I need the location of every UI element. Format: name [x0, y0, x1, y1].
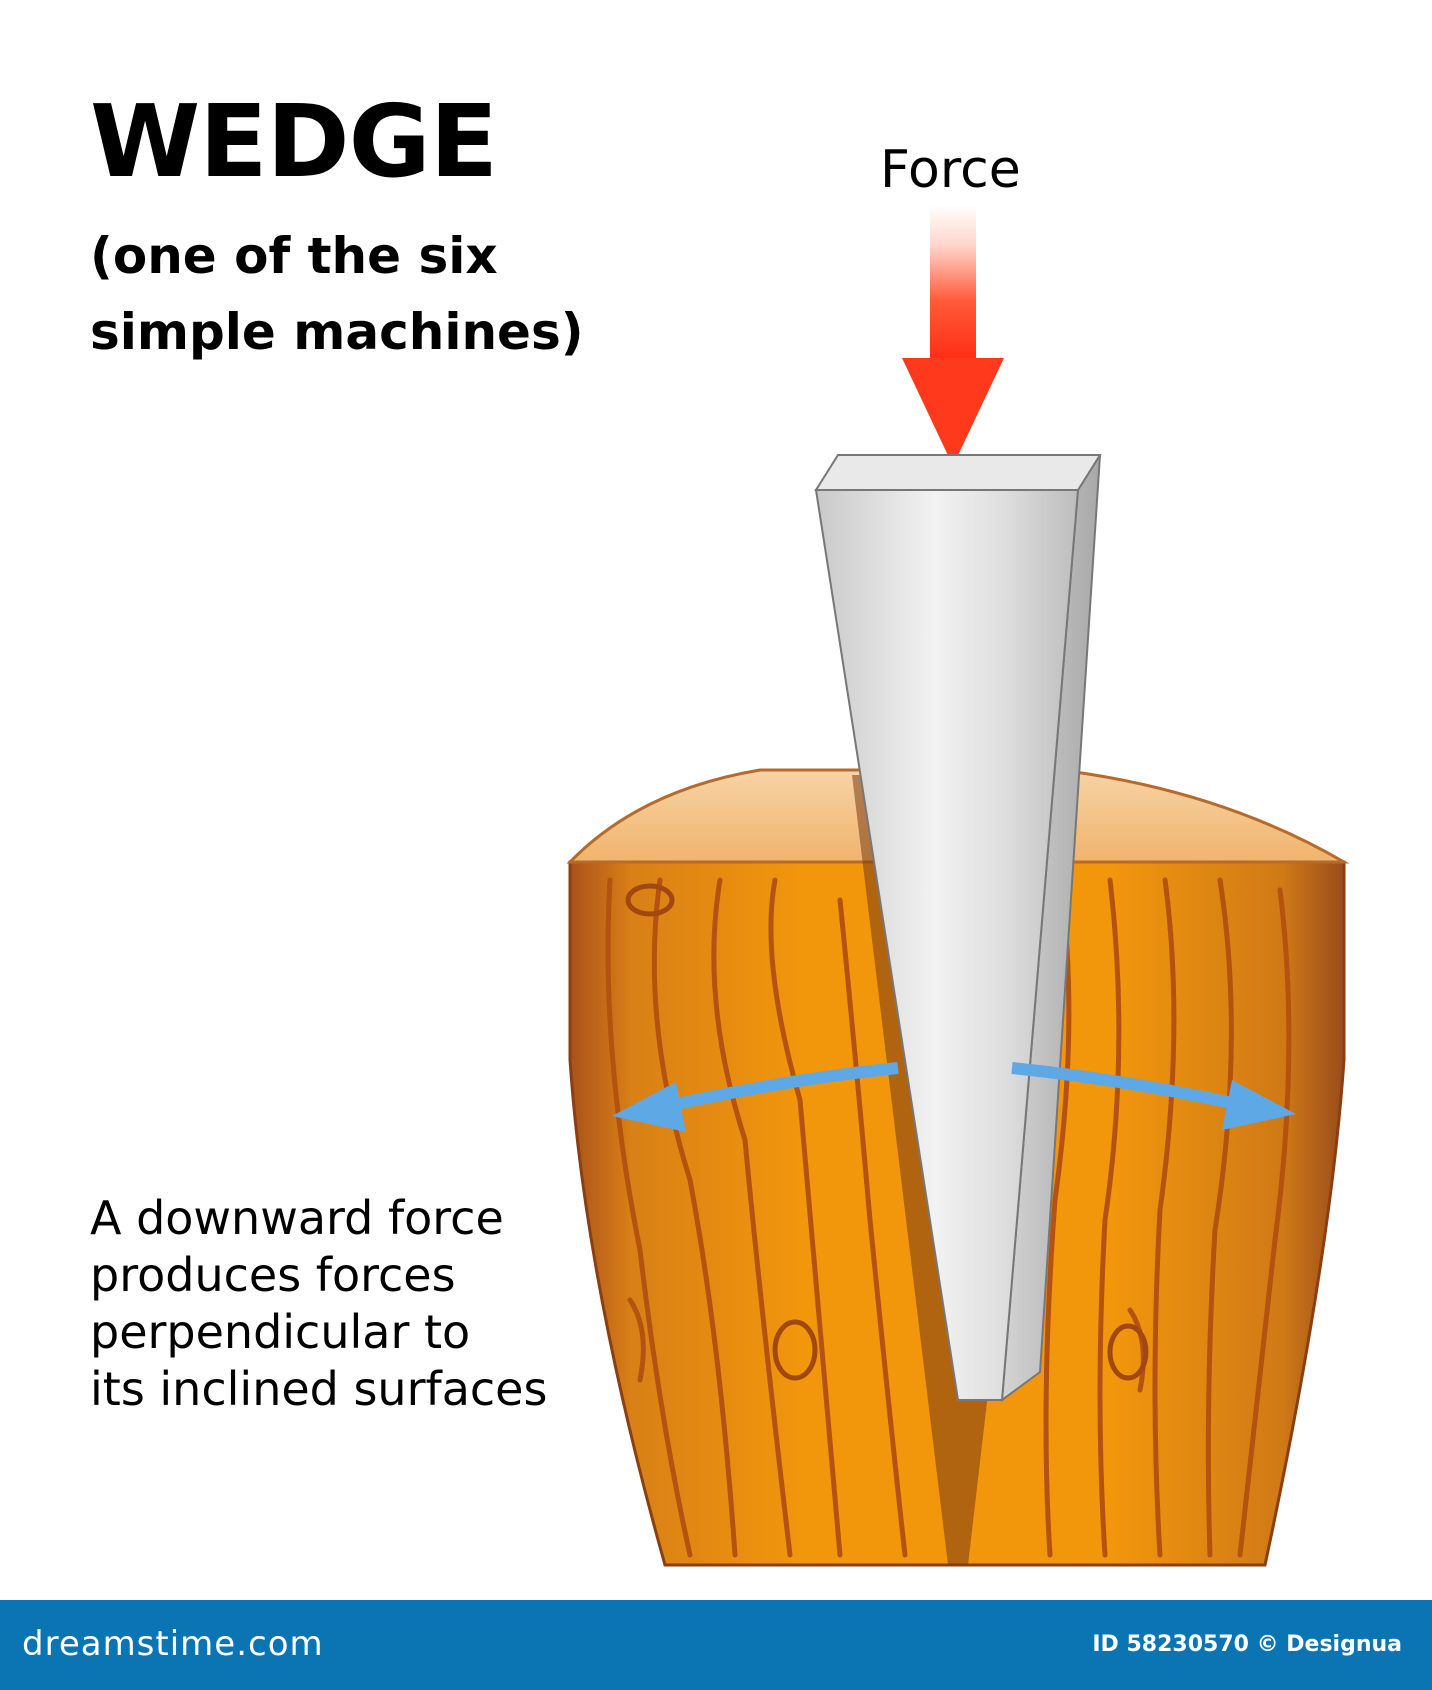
description-line: perpendicular to [90, 1305, 471, 1359]
subtitle-line: (one of the six [90, 227, 498, 285]
wood-knots [625, 883, 1149, 1381]
split-force-arrows [612, 1062, 1296, 1132]
wedge-illustration [566, 205, 1350, 1567]
split-arrow-left [648, 1062, 899, 1116]
diagram-description: A downward force produces forces perpend… [90, 1190, 547, 1418]
description-line: its inclined surfaces [90, 1362, 548, 1416]
wedge-top-face [814, 454, 1102, 491]
force-arrow-head [902, 358, 1004, 466]
dreamstime-logo: dreamstime.com [22, 1624, 324, 1664]
description-line: produces forces [90, 1248, 456, 1302]
diagram-title: WEDGE [90, 83, 498, 200]
split-arrow-right [1011, 1062, 1257, 1114]
subtitle-line: simple machines) [90, 303, 584, 361]
force-label: Force [880, 140, 1021, 200]
force-arrow [902, 205, 1004, 466]
force-arrow-shaft [930, 205, 976, 365]
diagram-subtitle: (one of the six simple machines) [90, 218, 584, 370]
description-line: A downward force [90, 1191, 504, 1245]
metal-wedge [814, 454, 1102, 1403]
wood-grain [605, 877, 1292, 1558]
image-credit: ID 58230570 © Designua [1092, 1632, 1402, 1657]
watermark-footer: dreamstime.com ID 58230570 © Designua [0, 1600, 1432, 1690]
split-arrow-right-head [1222, 1080, 1296, 1130]
split-arrow-left-head [612, 1082, 686, 1132]
